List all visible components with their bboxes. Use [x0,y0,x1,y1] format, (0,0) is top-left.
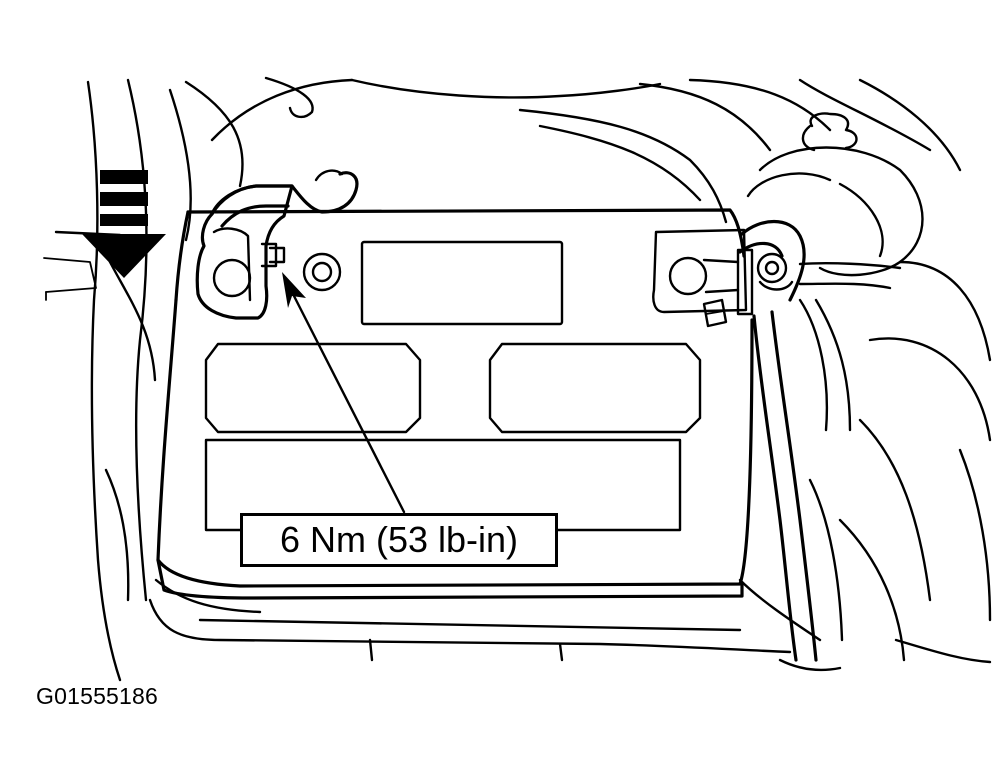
torque-callout: 6 Nm (53 lb-in) [240,513,558,567]
battery-terminal-nut-icon [756,252,788,284]
torque-leader-arrow [282,272,406,514]
front-direction-arrow-icon [82,170,166,278]
battery [156,208,794,600]
torque-label: 6 Nm (53 lb-in) [279,519,519,560]
negative-terminal-clamp [195,184,294,320]
battery-cables [210,169,902,302]
engine-bay-background [43,76,992,682]
figure-id: G01555186 [36,683,159,709]
